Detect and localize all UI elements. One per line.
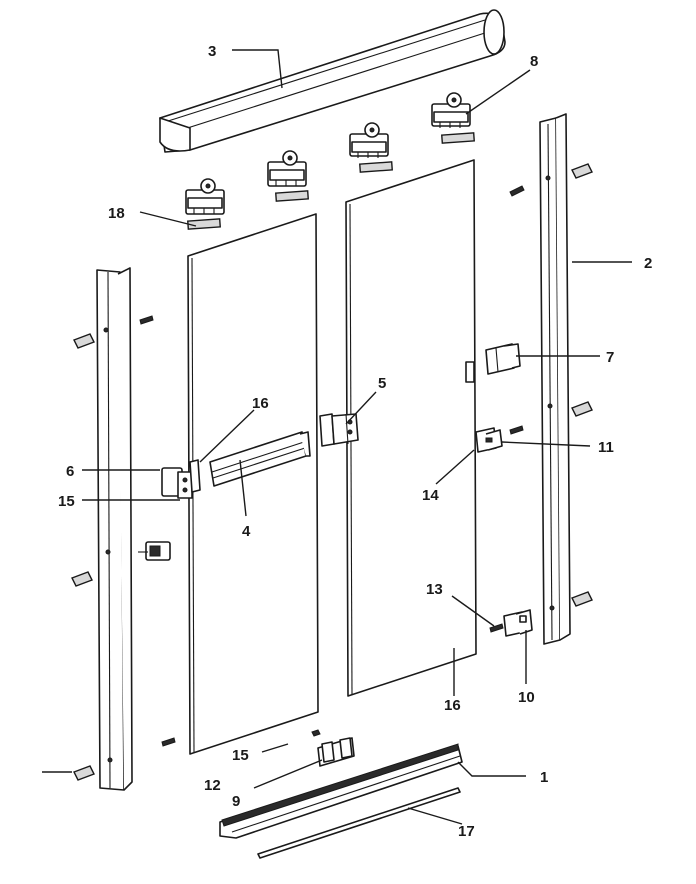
floor-guide-left bbox=[138, 541, 171, 561]
callout-14: 14 bbox=[422, 487, 439, 504]
door-catch bbox=[465, 343, 521, 383]
top-header-rail bbox=[159, 9, 506, 153]
spacer-pad-18 bbox=[187, 218, 221, 230]
leader-lines bbox=[42, 49, 632, 825]
lower-bracket-10 bbox=[503, 609, 533, 637]
callout-11: 11 bbox=[598, 439, 614, 456]
callout-10: 10 bbox=[518, 689, 535, 706]
callout-3: 3 bbox=[208, 43, 216, 60]
left-hinge-bracket bbox=[161, 459, 201, 499]
callout-15-upper: 15 bbox=[58, 493, 75, 510]
callout-12: 12 bbox=[204, 777, 221, 794]
roller-hanger-3 bbox=[349, 122, 389, 158]
bottom-seal-strip bbox=[257, 787, 461, 859]
floor-guide-9 bbox=[311, 729, 355, 767]
left-wall-jamb bbox=[96, 267, 133, 791]
wall-plugs bbox=[71, 163, 593, 781]
roller-hanger-1 bbox=[185, 178, 225, 215]
roller-hanger-8 bbox=[431, 92, 471, 128]
roller-hanger-2 bbox=[267, 150, 307, 187]
spacer-pad-3 bbox=[359, 161, 393, 173]
callout-18: 18 bbox=[108, 205, 125, 222]
center-bracket bbox=[319, 413, 359, 447]
callout-17: 17 bbox=[458, 823, 475, 840]
callout-5: 5 bbox=[378, 375, 386, 392]
callout-2: 2 bbox=[644, 255, 652, 272]
callout-1: 1 bbox=[540, 769, 548, 786]
callout-16-right: 16 bbox=[444, 697, 461, 714]
callout-6: 6 bbox=[66, 463, 74, 480]
callout-13: 13 bbox=[426, 581, 443, 598]
callout-9: 9 bbox=[232, 793, 240, 810]
right-glass-door bbox=[345, 159, 477, 697]
spacer-pad-4 bbox=[441, 132, 475, 144]
callout-7: 7 bbox=[606, 349, 614, 366]
left-glass-door bbox=[187, 213, 319, 755]
callout-16-left: 16 bbox=[252, 395, 269, 412]
right-wall-jamb bbox=[539, 113, 571, 645]
spacer-pad-2 bbox=[275, 190, 309, 202]
callout-labels: 3 8 18 2 7 5 16 11 6 14 15 4 13 10 16 15… bbox=[58, 43, 652, 840]
callout-15-lower: 15 bbox=[232, 747, 249, 764]
callout-4: 4 bbox=[242, 523, 251, 540]
guide-bracket-11 bbox=[475, 427, 503, 453]
handle-rail bbox=[209, 431, 311, 487]
callout-8: 8 bbox=[530, 53, 538, 70]
bottom-track bbox=[219, 743, 463, 839]
